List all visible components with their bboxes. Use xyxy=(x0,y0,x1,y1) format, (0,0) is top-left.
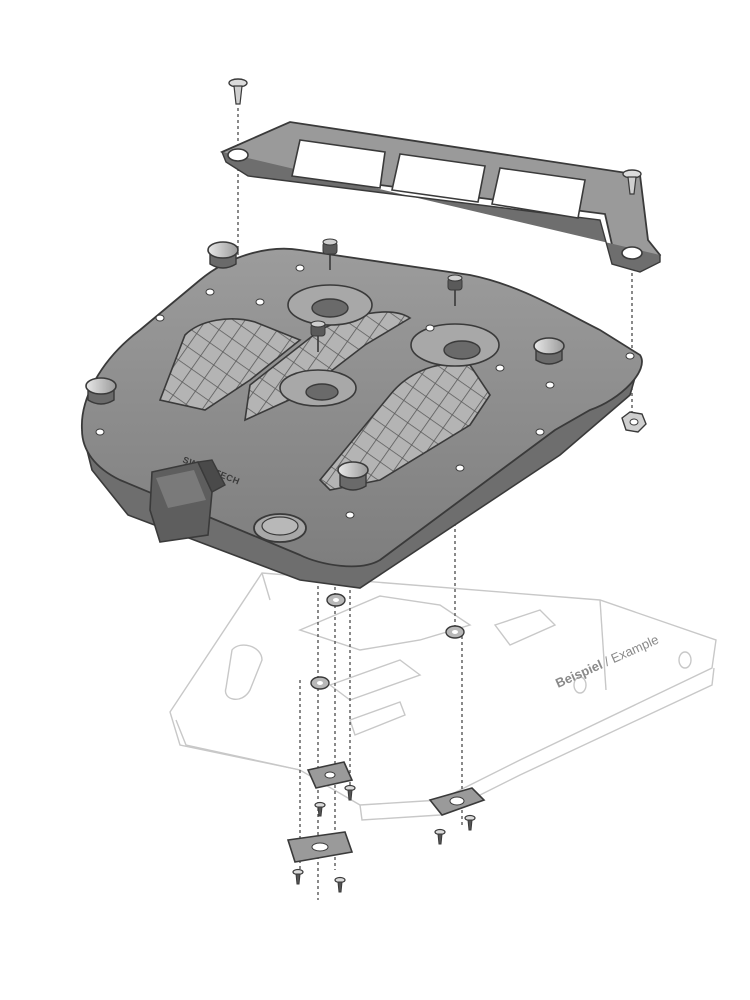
knob-bolt-icon xyxy=(447,274,463,306)
screw-icon xyxy=(334,876,346,893)
clamp-plate-icon xyxy=(306,761,354,789)
washer-icon xyxy=(445,625,465,639)
screw-icon xyxy=(622,169,642,195)
screw-icon xyxy=(434,828,446,845)
knob-icon xyxy=(533,337,565,365)
adapter-plate: SW-MOTECH xyxy=(81,247,643,589)
washer-icon xyxy=(310,676,330,690)
luggage-rack-outline xyxy=(169,572,717,821)
knob-bolt-icon xyxy=(310,320,326,352)
plate-latch xyxy=(149,459,226,543)
knob-icon xyxy=(337,461,369,491)
screw-icon xyxy=(292,868,304,885)
screw-icon xyxy=(344,784,356,801)
screw-icon xyxy=(228,78,248,105)
washer-icon xyxy=(326,593,346,607)
screw-icon xyxy=(464,814,476,831)
screw-icon xyxy=(314,801,326,817)
knob-icon xyxy=(85,377,117,405)
top-bracket xyxy=(220,121,662,273)
clamp-plate-icon xyxy=(428,787,486,816)
bracket-hole xyxy=(227,148,249,162)
nut-icon xyxy=(621,411,647,433)
watermark-text: Beispiel / Example xyxy=(553,632,661,691)
knob-icon xyxy=(207,241,239,269)
bracket-hole xyxy=(621,246,643,260)
clamp-plate-icon xyxy=(286,831,354,863)
knob-bolt-icon xyxy=(322,238,338,270)
